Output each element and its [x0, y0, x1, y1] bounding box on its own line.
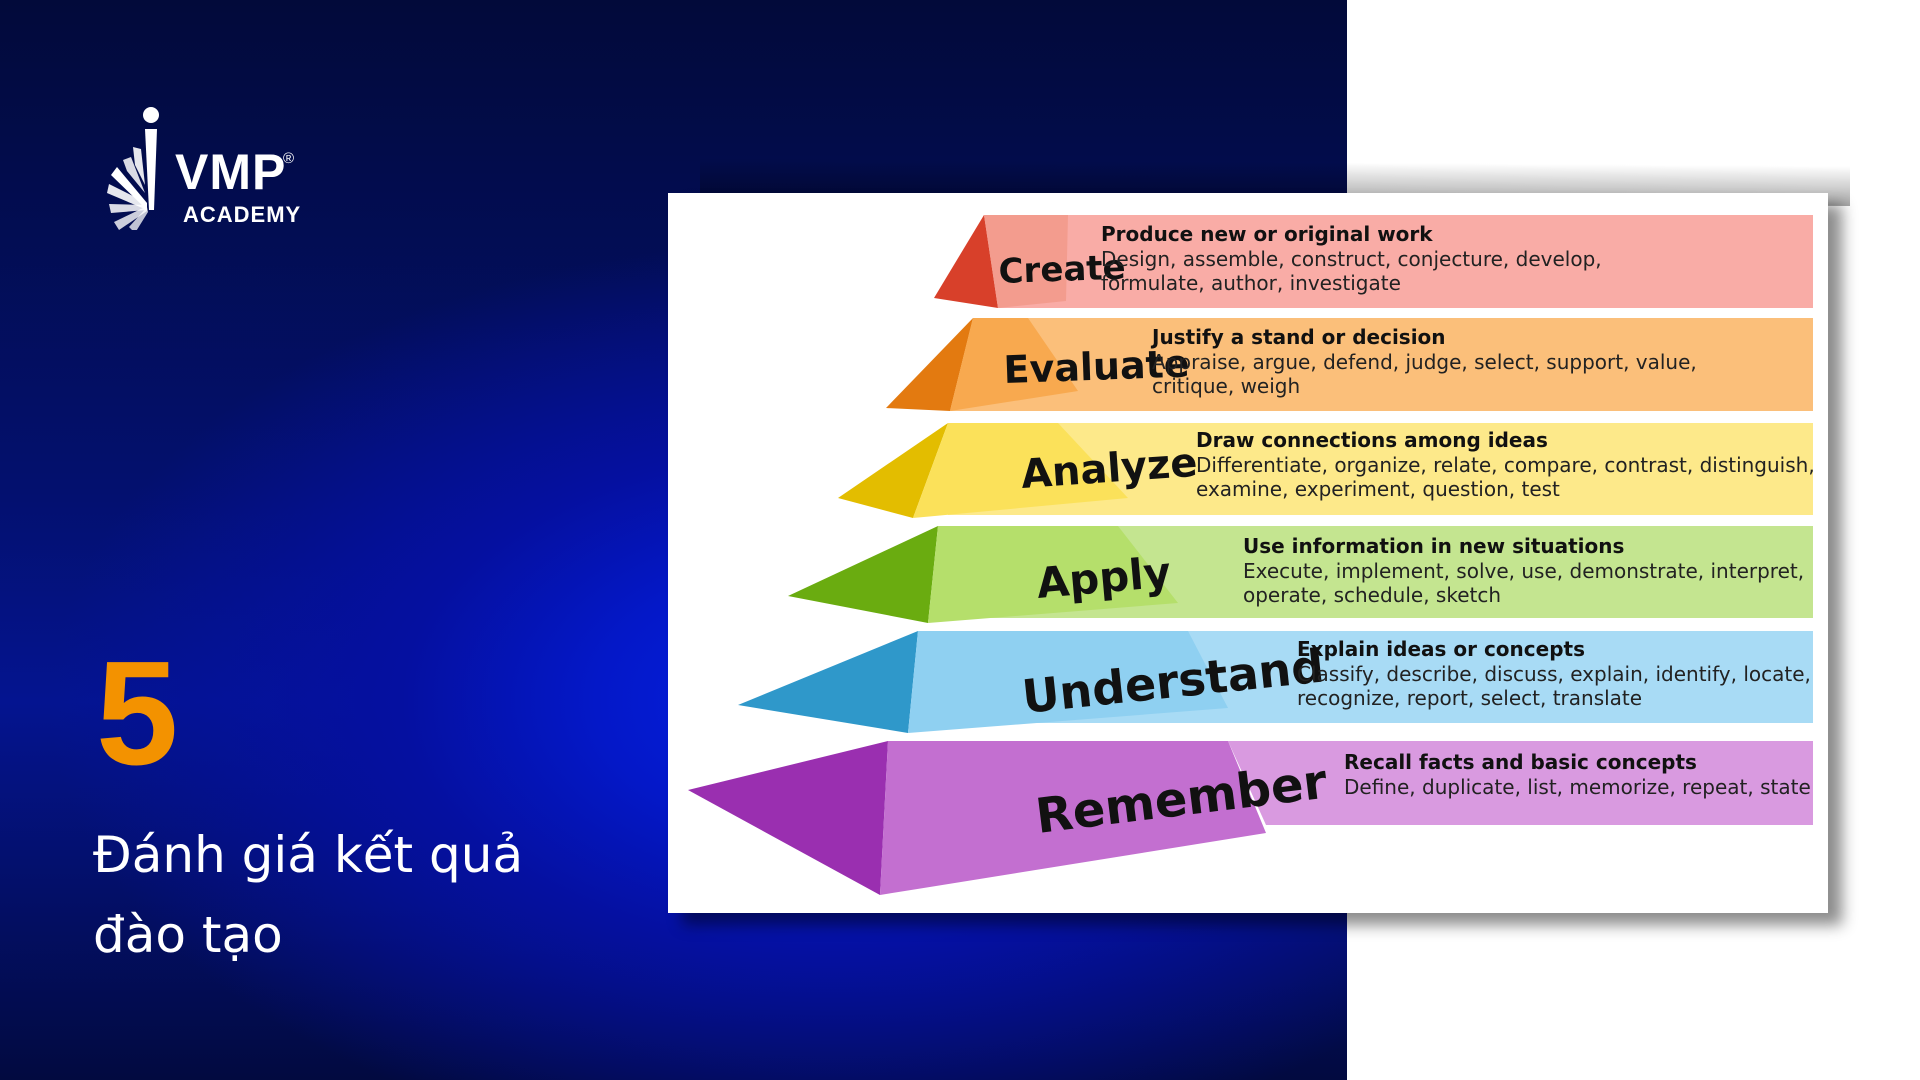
level-name-create: Create — [998, 248, 1126, 292]
level-verbs-line2-evaluate: critique, weigh — [1152, 374, 1300, 398]
brand-name: VMP — [175, 144, 287, 200]
pyramid-front-remember — [880, 741, 1266, 895]
level-verbs-line1-understand: Classify, describe, discuss, explain, id… — [1297, 662, 1811, 686]
level-verbs-line1-analyze: Differentiate, organize, relate, compare… — [1196, 453, 1815, 477]
level-title-analyze: Draw connections among ideas — [1196, 428, 1548, 452]
level-title-remember: Recall facts and basic concepts — [1344, 750, 1697, 774]
level-verbs-line2-understand: recognize, report, select, translate — [1297, 686, 1642, 710]
brand-logo: VMP ® ACADEMY — [105, 105, 305, 235]
level-title-understand: Explain ideas or concepts — [1297, 637, 1585, 661]
pyramid-front-apply — [928, 526, 1178, 623]
pyramid-side-create — [934, 215, 998, 308]
level-verbs-line2-analyze: examine, experiment, question, test — [1196, 477, 1560, 501]
band-remember — [1228, 741, 1813, 825]
band-analyze — [948, 423, 1813, 515]
section-title: Đánh giá kết quả đào tạo — [93, 826, 524, 964]
pyramid-front-create — [984, 215, 1068, 308]
pyramid-side-remember — [688, 741, 888, 895]
pyramid-front-analyze — [913, 423, 1128, 518]
pyramid-side-apply — [788, 526, 938, 623]
vmp-logo-icon — [107, 107, 159, 230]
level-name-evaluate: Evaluate — [1003, 342, 1190, 392]
level-verbs-line1-create: Design, assemble, construct, conjecture,… — [1101, 247, 1602, 271]
pyramid-front-understand — [908, 631, 1228, 733]
level-name-apply: Apply — [1035, 547, 1173, 608]
registered-mark: ® — [283, 150, 295, 167]
level-verbs-line1-remember: Define, duplicate, list, memorize, repea… — [1344, 775, 1811, 799]
level-verbs-line2-create: formulate, author, investigate — [1101, 271, 1401, 295]
level-verbs-line2-apply: operate, schedule, sketch — [1243, 583, 1501, 607]
band-evaluate — [950, 318, 1813, 411]
brand-subtitle: ACADEMY — [183, 202, 302, 227]
pyramid-side-analyze — [838, 423, 948, 518]
section-number: 5 — [96, 631, 179, 796]
level-title-apply: Use information in new situations — [1243, 534, 1624, 558]
pyramid-side-understand — [738, 631, 918, 733]
level-verbs-line1-evaluate: Appraise, argue, defend, judge, select, … — [1152, 350, 1697, 374]
pyramid-side-evaluate — [886, 318, 973, 411]
pyramid-front-evaluate — [950, 318, 1078, 411]
band-create — [984, 215, 1813, 308]
level-title-create: Produce new or original work — [1101, 222, 1433, 246]
level-verbs-line1-apply: Execute, implement, solve, use, demonstr… — [1243, 559, 1804, 583]
level-title-evaluate: Justify a stand or decision — [1150, 325, 1446, 349]
